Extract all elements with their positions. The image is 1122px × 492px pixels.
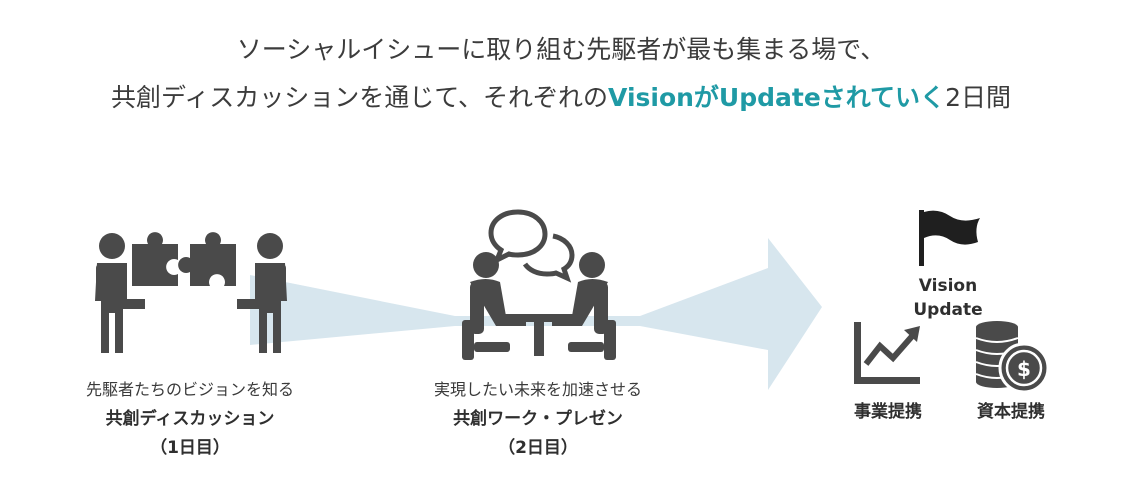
flag-icon xyxy=(919,210,980,266)
step-2-title: 共創ワーク・プレゼン xyxy=(453,409,623,429)
coin-stack-icon: $ xyxy=(975,321,1050,394)
step-1-labels: 先駆者たちのビジョンを知る 共創ディスカッション （1日目） xyxy=(40,376,340,458)
update-label: Update xyxy=(913,300,983,320)
svg-text:$: $ xyxy=(1017,357,1031,381)
growth-chart-icon xyxy=(854,322,920,384)
headline-suffix: 2日間 xyxy=(945,83,1011,112)
headline-line-1: ソーシャルイシューに取り組む先駆者が最も集まる場で、 xyxy=(236,35,886,64)
headline-line-2: 共創ディスカッションを通じて、それぞれのVisionがUpdateされていく2日… xyxy=(0,78,1122,114)
business-alliance-label: 事業提携 xyxy=(854,402,922,422)
flow-arrow-body xyxy=(250,238,822,390)
capital-alliance-label: 資本提携 xyxy=(977,402,1045,422)
step-2-day: （2日目） xyxy=(498,438,578,458)
step-1-day: （1日目） xyxy=(150,438,230,458)
vision-label: Vision xyxy=(918,276,978,296)
puzzle-collaboration-icon xyxy=(95,232,287,353)
headline-prefix: 共創ディスカッションを通じて、それぞれの xyxy=(111,83,609,112)
meeting-discussion-icon xyxy=(462,209,616,360)
step-1-caption: 先駆者たちのビジョンを知る xyxy=(85,380,294,399)
step-1-title: 共創ディスカッション xyxy=(105,409,275,429)
step-2-caption: 実現したい未来を加速させる xyxy=(433,380,642,399)
step-2-labels: 実現したい未来を加速させる 共創ワーク・プレゼン （2日目） xyxy=(388,376,688,458)
headline-accent: VisionがUpdateされていく xyxy=(608,83,946,112)
